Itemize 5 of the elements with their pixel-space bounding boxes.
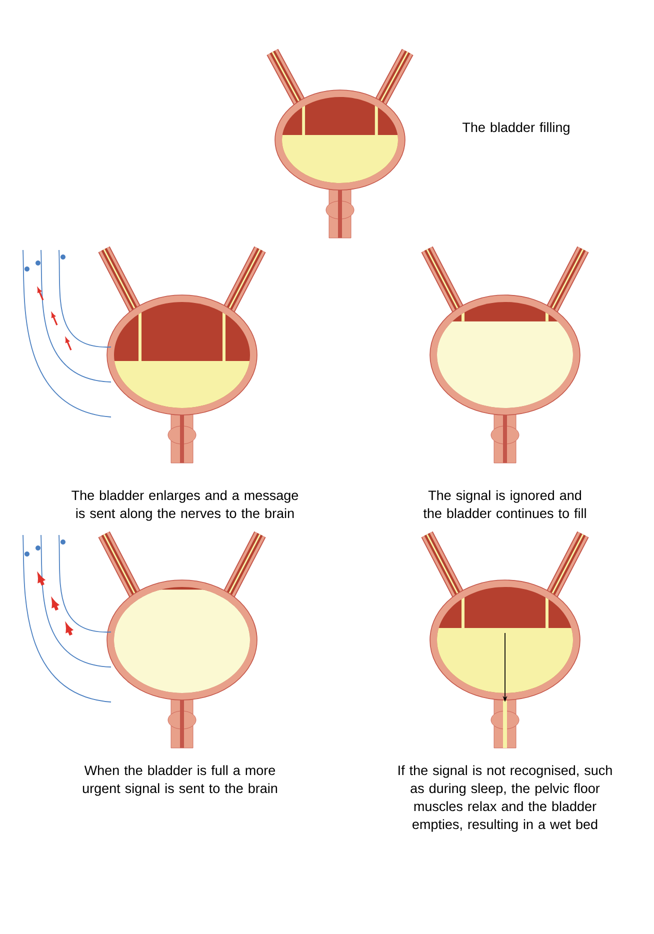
caption: When the bladder is full a more urgent signal is sent to the brain <box>82 765 278 796</box>
caption: If the signal is not recognised, such as during sleep, the pelvic floor muscles relax and the bladder empties, resulting in a wet bed <box>398 765 612 832</box>
caption: The bladder filling <box>462 122 570 135</box>
caption: The signal is ignored and the bladder continues to fill <box>423 490 586 518</box>
caption: The bladder enlarges and a message is sent along the nerves to the brain <box>72 490 298 521</box>
